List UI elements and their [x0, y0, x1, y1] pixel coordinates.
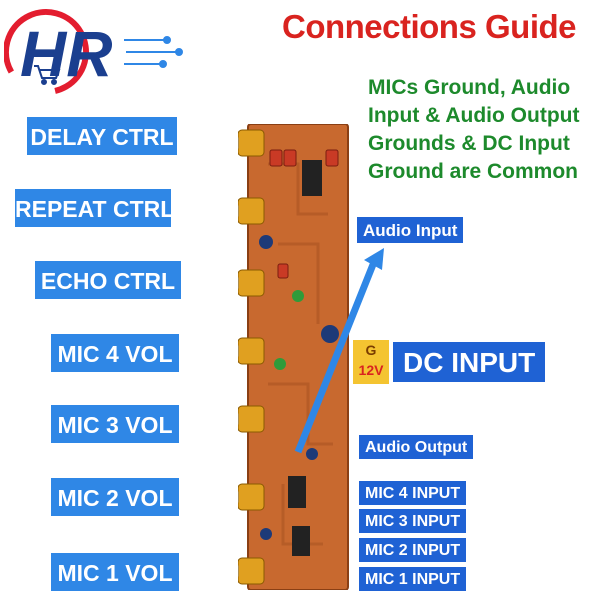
dc-ground-label: G: [365, 342, 377, 358]
note-line: MICs Ground, Audio: [368, 76, 571, 99]
logo-text: HR: [20, 18, 112, 90]
label-audio-input: Audio Input: [356, 216, 465, 244]
label-mic3-vol: MIC 3 VOL: [50, 404, 180, 444]
hr-logo: HR: [4, 9, 183, 95]
pcb-board: [238, 124, 349, 590]
note-line: Input & Audio Output: [368, 104, 580, 127]
label-audio-output: Audio Output: [358, 434, 475, 460]
page-title: Connections Guide: [281, 8, 577, 45]
label-mic1-input: MIC 1 INPUT: [358, 566, 468, 592]
label-delay-ctrl: DELAY CTRL: [26, 116, 178, 156]
potentiometers: [238, 129, 265, 585]
label-repeat-ctrl: REPEAT CTRL: [14, 188, 174, 228]
label-echo-ctrl: ECHO CTRL: [34, 260, 182, 300]
label-mic2-vol: MIC 2 VOL: [50, 477, 180, 517]
note-line: Ground are Common: [368, 160, 579, 183]
label-dc-input: DC INPUT: [392, 341, 547, 383]
cart-icon: [34, 65, 61, 85]
label-mic2-input: MIC 2 INPUT: [358, 537, 468, 563]
dc-badge: [353, 340, 389, 384]
label-mic1-vol: MIC 1 VOL: [50, 552, 180, 592]
ground-note: MICs Ground, Audio Input & Audio Output …: [368, 74, 596, 186]
label-mic4-input: MIC 4 INPUT: [358, 480, 468, 506]
dc-voltage-label: 12V: [358, 362, 384, 378]
note-line: Grounds & DC Input: [368, 132, 570, 155]
label-mic3-input: MIC 3 INPUT: [358, 508, 468, 534]
label-mic4-vol: MIC 4 VOL: [50, 333, 180, 373]
